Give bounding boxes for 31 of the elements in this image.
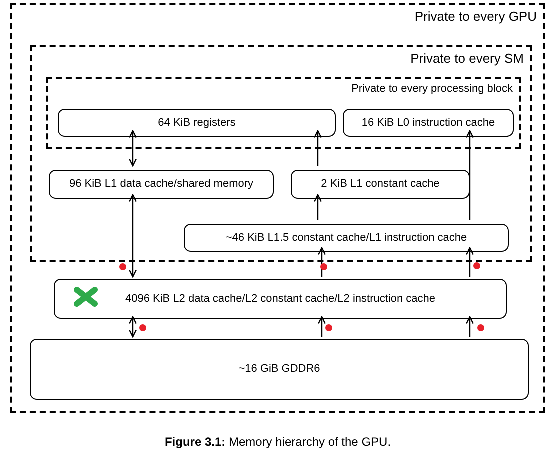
memory-box — [184, 224, 509, 252]
memory-label: ~46 KiB L1.5 constant cache/L1 instruction cache — [226, 230, 468, 246]
memory-label: 4096 KiB L2 data cache/L2 constant cache/L2 instruction cache — [125, 292, 436, 307]
arrow — [466, 316, 474, 337]
arrow — [129, 316, 137, 338]
memory-label: 16 KiB L0 instruction cache — [362, 116, 496, 131]
dashed-region — [10, 3, 545, 413]
arrow — [466, 130, 474, 220]
memory-box — [30, 339, 529, 400]
dashed-region — [46, 77, 521, 149]
memory-box — [58, 109, 336, 137]
memory-label: 2 KiB L1 constant cache — [321, 177, 440, 192]
arrow — [129, 194, 137, 278]
memory-box — [291, 170, 470, 199]
arrow — [318, 316, 326, 337]
caption: Figure 3.1: Memory hierarchy of the GPU. — [164, 435, 392, 449]
region-label: Private to every GPU — [414, 8, 537, 26]
memory-label: 64 KiB registers — [158, 116, 236, 131]
memory-box — [49, 170, 274, 199]
arrow — [314, 130, 322, 166]
memory-label: 96 KiB L1 data cache/shared memory — [69, 177, 254, 192]
arrow — [318, 247, 326, 277]
arrow — [129, 130, 137, 167]
dashed-region — [30, 45, 532, 262]
arrow — [466, 247, 474, 277]
memory-box — [343, 109, 514, 137]
region-label: Private to every processing block — [352, 82, 513, 97]
memory-box — [54, 279, 507, 319]
arrow — [314, 194, 322, 220]
memory-label: ~16 GiB GDDR6 — [238, 362, 320, 378]
region-label: Private to every SM — [410, 50, 524, 68]
